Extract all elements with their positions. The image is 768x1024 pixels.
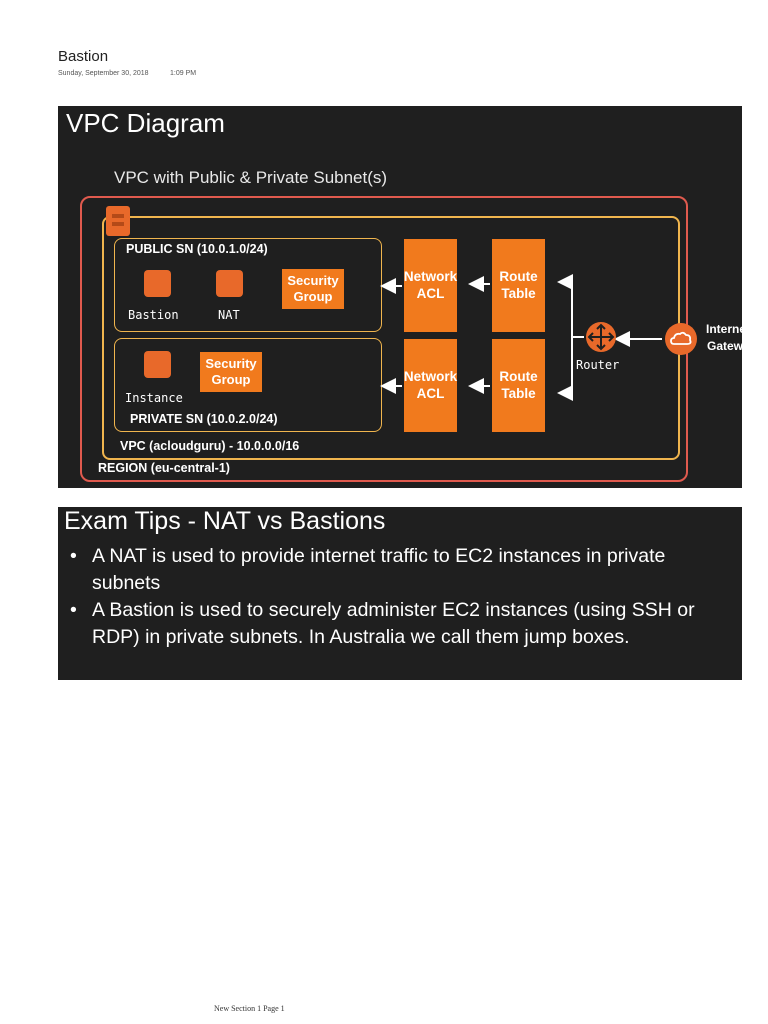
route-table-line2: Table xyxy=(501,385,536,401)
router-label: Router xyxy=(576,358,620,372)
vpc-diagram-slide: VPC Diagram VPC with Public & Private Su… xyxy=(58,106,742,488)
page-time: 1:09 PM xyxy=(170,70,197,77)
route-table-line1: Route xyxy=(499,368,538,384)
list-item: • A Bastion is used to securely administe… xyxy=(70,597,732,651)
page-title: Bastion xyxy=(58,48,109,65)
private-subnet-label: PRIVATE SN (10.0.2.0/24) xyxy=(130,412,278,426)
internet-gateway-icon xyxy=(665,323,697,355)
internet-gateway-label-line2: Gateway xyxy=(707,339,742,353)
private-instance-icon xyxy=(144,351,171,378)
internet-gateway-label-line1: Internet xyxy=(706,322,742,336)
vpc-label: VPC (acloudguru) - 10.0.0.0/16 xyxy=(120,439,300,453)
tip-text: A NAT is used to provide internet traffi… xyxy=(92,545,666,594)
diagram-subtitle: VPC with Public & Private Subnet(s) xyxy=(114,168,388,187)
bullet-marker: • xyxy=(70,599,77,621)
network-acl-line1: Network xyxy=(403,268,458,284)
nat-label: NAT xyxy=(218,308,240,322)
security-group-line1: Security xyxy=(205,355,257,371)
bastion-instance-icon xyxy=(144,270,171,297)
region-label: REGION (eu-central-1) xyxy=(98,461,230,475)
router-icon xyxy=(586,322,616,352)
network-acl-line2: ACL xyxy=(416,285,445,301)
route-table-line1: Route xyxy=(499,268,538,284)
public-subnet-label: PUBLIC SN (10.0.1.0/24) xyxy=(126,242,268,256)
security-group-line2: Group xyxy=(293,289,333,304)
instance-label: Instance xyxy=(125,391,183,405)
security-group-line2: Group xyxy=(211,372,251,387)
network-acl-line2: ACL xyxy=(416,385,445,401)
bastion-label: Bastion xyxy=(128,308,179,322)
vpc-icon xyxy=(106,206,130,236)
network-acl-line1: Network xyxy=(403,368,458,384)
exam-tips-slide: Exam Tips - NAT vs Bastions • A NAT is us… xyxy=(58,507,742,680)
tips-title: Exam Tips - NAT vs Bastions xyxy=(64,507,386,535)
tips-list: • A NAT is used to provide internet traff… xyxy=(70,543,732,651)
bullet-marker: • xyxy=(70,545,77,567)
diagram-arrows xyxy=(380,274,662,401)
diagram-title: VPC Diagram xyxy=(66,108,225,138)
route-table-line2: Table xyxy=(501,285,536,301)
page-footer: New Section 1 Page 1 xyxy=(214,1004,285,1013)
list-item: • A NAT is used to provide internet traff… xyxy=(70,543,732,597)
nat-instance-icon xyxy=(216,270,243,297)
security-group-line1: Security xyxy=(287,272,339,288)
page-date: Sunday, September 30, 2018 xyxy=(58,70,149,77)
tip-text: A Bastion is used to securely administer… xyxy=(92,599,695,648)
